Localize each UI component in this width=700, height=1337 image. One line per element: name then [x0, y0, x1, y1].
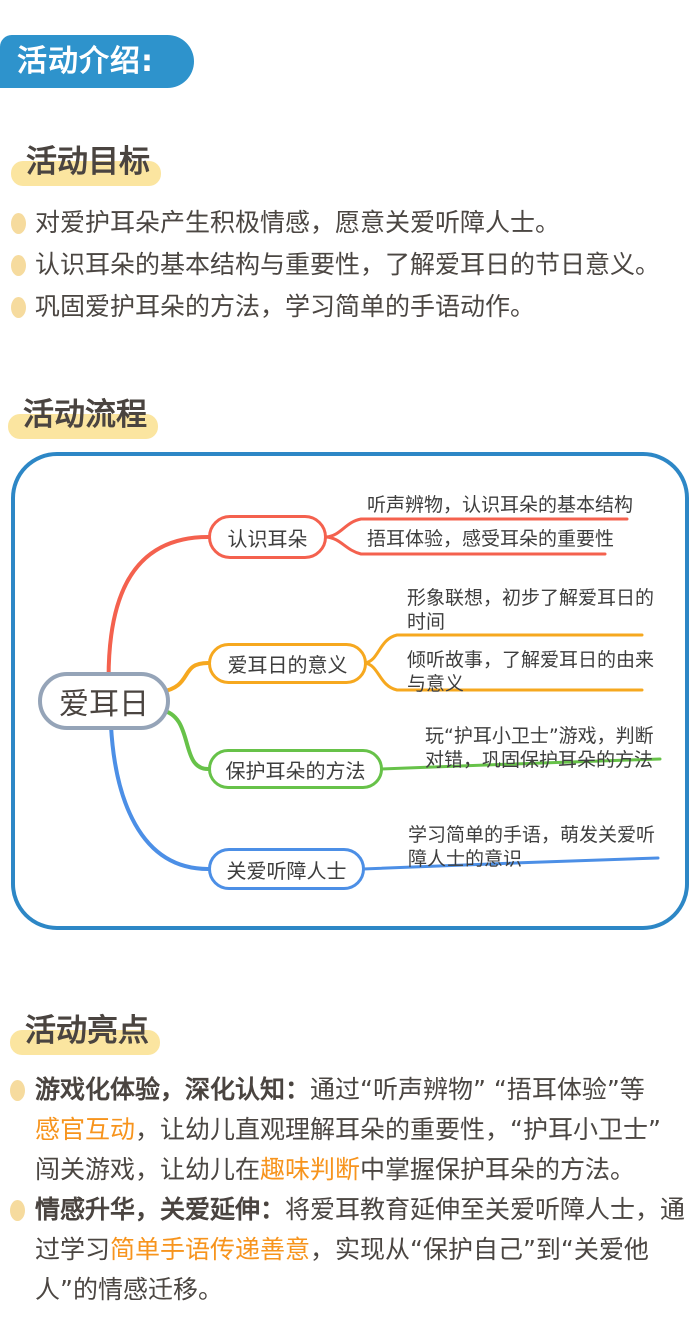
heading-highlight — [8, 414, 158, 439]
highlight-paragraph: 游戏化体验，深化认知：通过“听声辨物” “捂耳体验”等感官互动，让幼儿直观理解耳… — [10, 1070, 694, 1190]
mindmap-branch-node: 爱耳日的意义 — [208, 643, 367, 684]
highlight-text: 情感升华，关爱延伸：将爱耳教育延伸至关爱听障人士，通过学习简单手语传递善意，实现… — [35, 1195, 686, 1304]
bullet-dot-icon — [11, 213, 26, 234]
branch-curve-green — [159, 708, 210, 771]
branch-curve-blue — [109, 724, 210, 871]
leaf-underline — [363, 661, 644, 692]
heading-highlight — [11, 161, 161, 186]
mindmap-branch-node: 保护耳朵的方法 — [208, 749, 383, 789]
mindmap-connectors — [106, 517, 662, 871]
goal-text: 对爱护耳朵产生积极情感，愿意关爱听障人士。 — [35, 208, 561, 237]
mindmap: 爱耳日 认识耳朵 爱耳日的意义 保护耳朵的方法 关爱听障人士 听声辨物，认识耳朵… — [11, 452, 689, 930]
highlight-paragraph: 情感升华，关爱延伸：将爱耳教育延伸至关爱听障人士，通过学习简单手语传递善意，实现… — [10, 1190, 694, 1310]
list-item: 巩固爱护耳朵的方法，学习简单的手语动作。 — [11, 290, 695, 323]
leaf-underline — [379, 757, 662, 771]
section-heading-flow: 活动流程 — [8, 389, 158, 439]
mindmap-leaf-text: 玩“护耳小卫士”游戏，判断对错，巩固保护耳朵的方法 — [425, 725, 654, 771]
leaf-underline — [361, 856, 660, 871]
heading-highlight — [10, 1030, 160, 1055]
leaf-underline — [363, 633, 644, 665]
section-heading-highlights: 活动亮点 — [10, 1005, 160, 1055]
mindmap-branch-node: 关爱听障人士 — [208, 848, 365, 890]
goal-text: 认识耳朵的基本结构与重要性，了解爱耳日的节日意义。 — [35, 250, 661, 279]
mindmap-leaf-text: 捂耳体验，感受耳朵的重要性 — [367, 528, 615, 550]
bullet-dot-icon — [10, 1080, 25, 1101]
mindmap-leaf-text: 倾听故事，了解爱耳日的由来与意义 — [407, 649, 655, 695]
list-item: 认识耳朵的基本结构与重要性，了解爱耳日的节日意义。 — [11, 248, 695, 281]
goal-text: 巩固爱护耳朵的方法，学习简单的手语动作。 — [35, 292, 536, 321]
branch-curve-yellow — [159, 661, 210, 694]
bullet-dot-icon — [10, 1200, 25, 1221]
mindmap-leaf-text: 形象联想，初步了解爱耳日的时间 — [407, 587, 655, 633]
mindmap-panel: 爱耳日 认识耳朵 爱耳日的意义 保护耳朵的方法 关爱听障人士 听声辨物，认识耳朵… — [11, 452, 689, 930]
list-item: 对爱护耳朵产生积极情感，愿意关爱听障人士。 — [11, 206, 695, 239]
mindmap-root-node: 爱耳日 — [38, 672, 170, 730]
highlight-text: 游戏化体验，深化认知：通过“听声辨物” “捂耳体验”等感官互动，让幼儿直观理解耳… — [35, 1075, 661, 1184]
mindmap-leaf-text: 听声辨物，认识耳朵的基本结构 — [367, 494, 634, 516]
goals-list: 对爱护耳朵产生积极情感，愿意关爱听障人士。 认识耳朵的基本结构与重要性，了解爱耳… — [11, 206, 695, 332]
branch-curve-red — [106, 535, 210, 699]
leaf-underline — [324, 535, 607, 556]
highlights-list: 游戏化体验，深化认知：通过“听声辨物” “捂耳体验”等感官互动，让幼儿直观理解耳… — [10, 1070, 694, 1310]
mindmap-branch-node: 认识耳朵 — [208, 515, 327, 559]
page-title-badge: 活动介绍: — [0, 35, 194, 88]
bullet-dot-icon — [11, 255, 26, 276]
section-heading-goals: 活动目标 — [11, 136, 161, 186]
page-title: 活动介绍: — [17, 44, 154, 79]
mindmap-leaf-text: 学习简单的手语，萌发关爱听障人士的意识 — [408, 824, 656, 870]
bullet-dot-icon — [11, 297, 26, 318]
